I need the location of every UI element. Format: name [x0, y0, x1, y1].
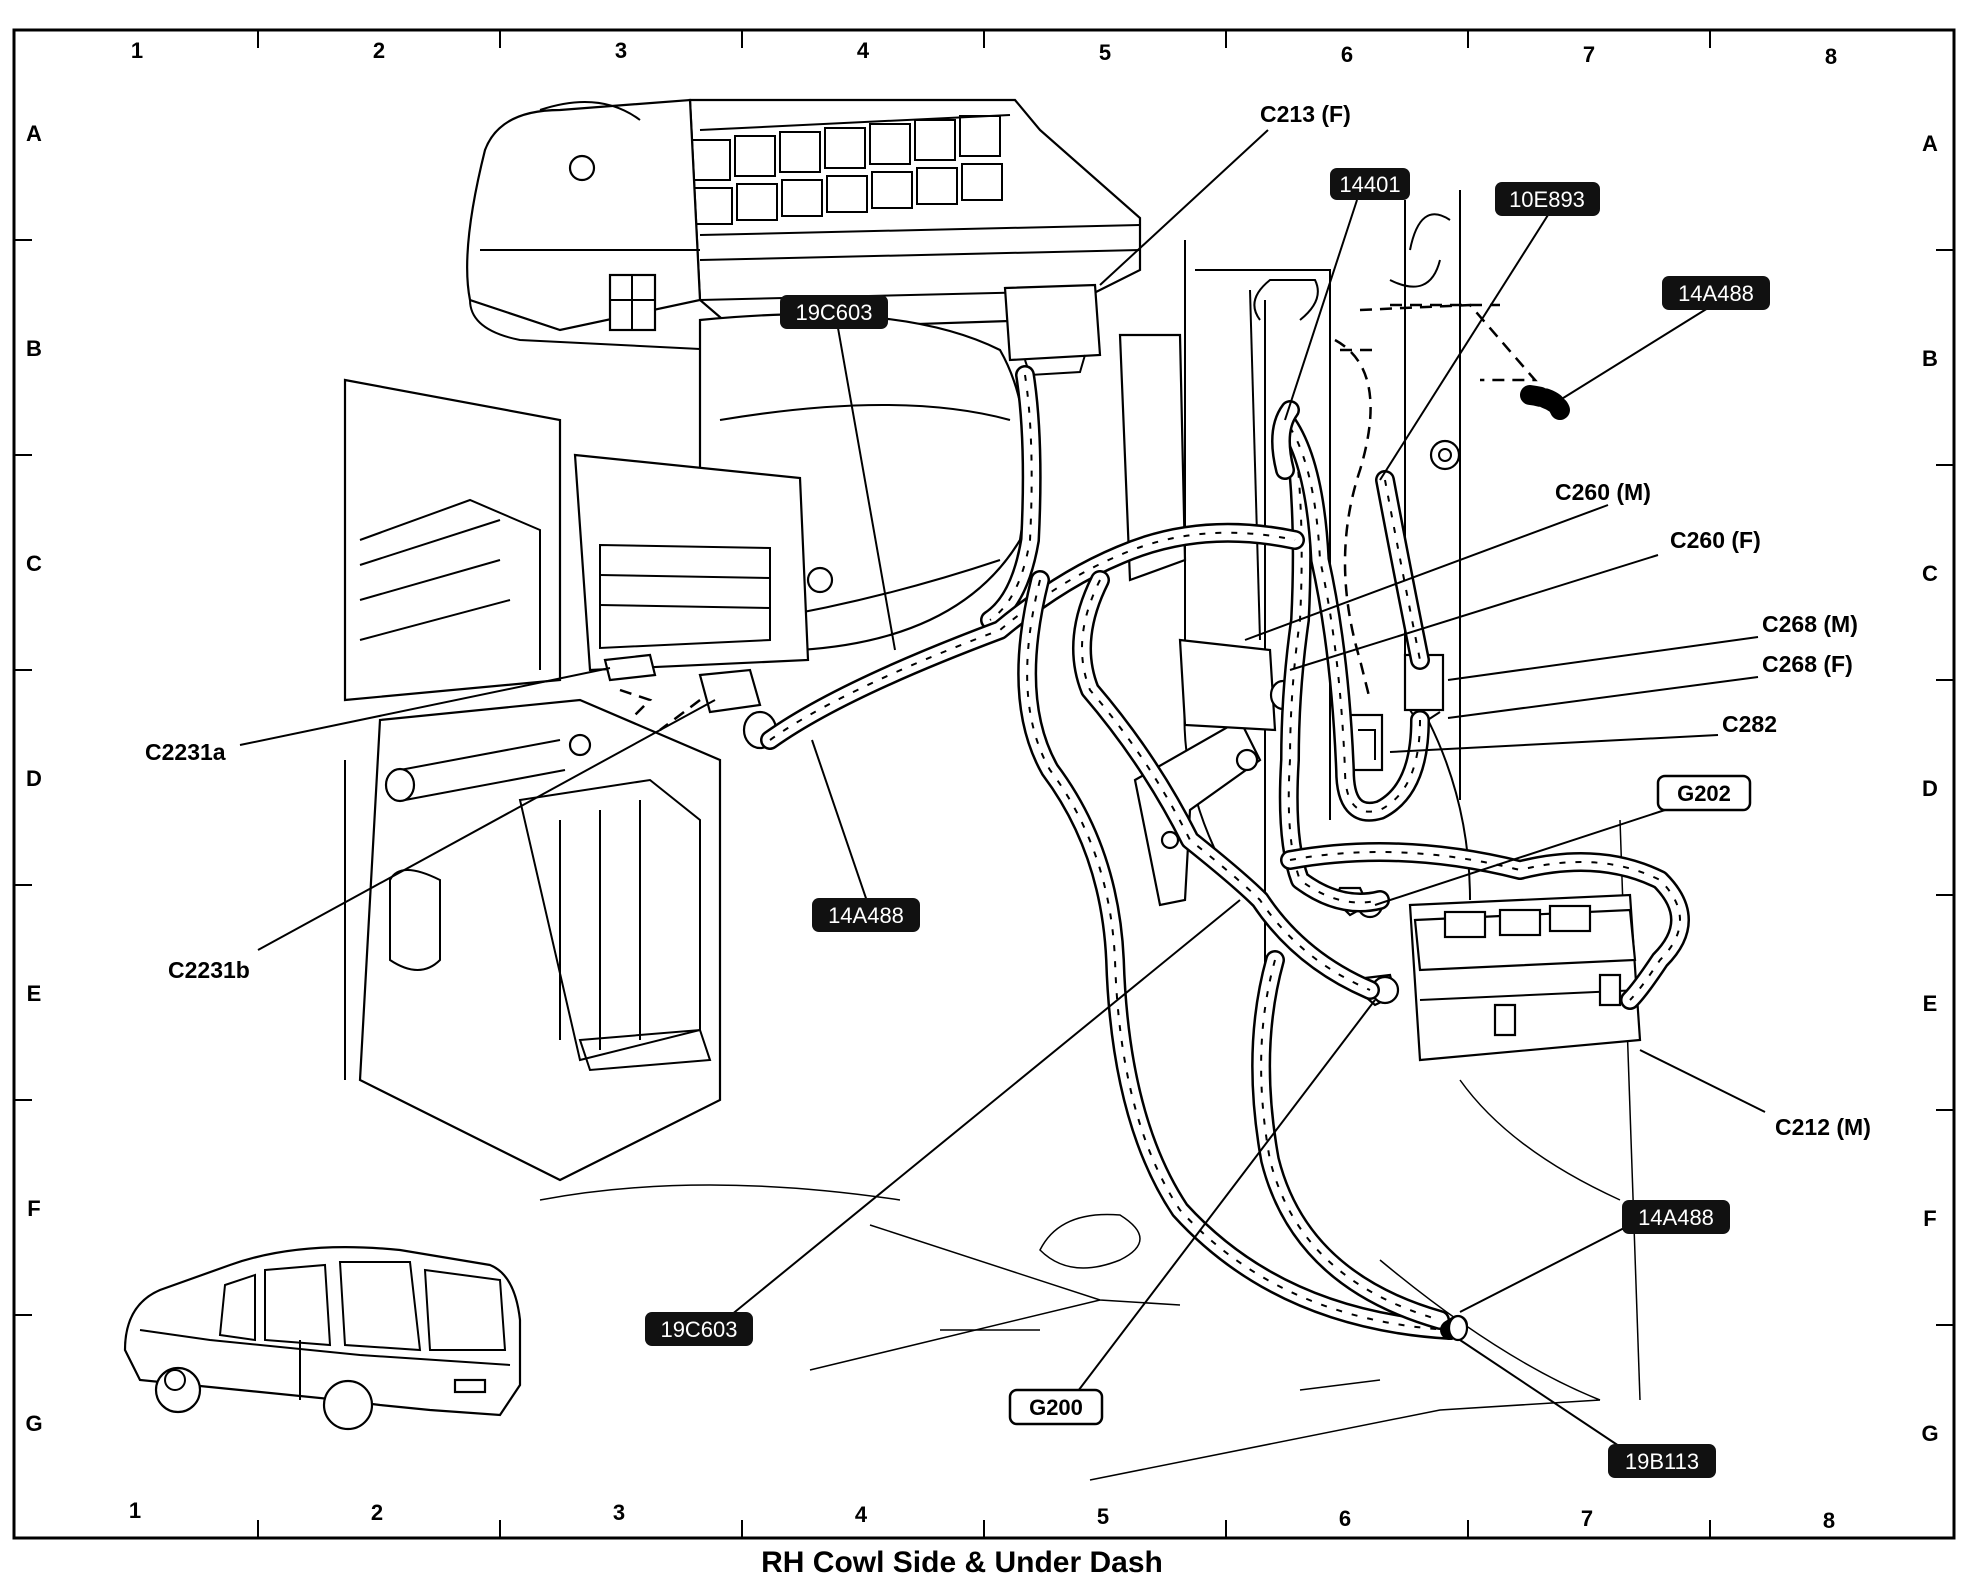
grid-col-label: 4	[857, 38, 870, 63]
grid-row-label: G	[25, 1411, 42, 1436]
tag-19c603-top: 19C603	[780, 295, 888, 329]
grid-col-label: 6	[1341, 42, 1353, 67]
connector-label: C260 (F)	[1670, 527, 1761, 553]
grid-row-label: C	[26, 551, 42, 576]
grid-col-label: 3	[615, 38, 627, 63]
grid-row-label: D	[26, 766, 42, 791]
ground-tags: G202 G200	[1008, 774, 1752, 1426]
connector-label: C212 (M)	[1775, 1114, 1871, 1140]
tag-10e893: 10E893	[1495, 182, 1600, 216]
tag-label: G200	[1029, 1395, 1083, 1420]
tag-label: 14A488	[828, 903, 904, 928]
tag-g200: G200	[1008, 1388, 1104, 1426]
tag-14a488-mid: 14A488	[812, 898, 920, 932]
tag-14a488-bottom: 14A488	[1622, 1200, 1730, 1234]
mounting-bracket	[1118, 333, 1262, 907]
grid-row-label: A	[1922, 131, 1938, 156]
tag-label: 14A488	[1638, 1205, 1714, 1230]
vehicle-icon	[123, 1246, 522, 1431]
tag-label: 14A488	[1678, 281, 1754, 306]
tag-19c603-bottom: 19C603	[645, 1312, 753, 1346]
grid-row-label: B	[26, 336, 42, 361]
connector-label: C268 (M)	[1762, 611, 1858, 637]
tag-label: 10E893	[1509, 187, 1585, 212]
grid-col-label: 2	[371, 1500, 383, 1525]
connector-label: C282	[1722, 711, 1777, 737]
connector-label: C260 (M)	[1555, 479, 1651, 505]
grid-col-label: 7	[1581, 1506, 1593, 1531]
grid-col-label: 3	[613, 1500, 625, 1525]
grid-col-label: 7	[1583, 42, 1595, 67]
grid-col-label: 2	[373, 38, 385, 63]
grid-col-label: 5	[1097, 1504, 1109, 1529]
diagram-frame	[12, 28, 1956, 1540]
grid-columns-top: 1 2 3 4 5 6 7 8	[131, 38, 1837, 69]
blower-housing	[466, 98, 721, 351]
grid-row-label: C	[1922, 561, 1938, 586]
grid-row-label: F	[27, 1196, 40, 1221]
connector-label: C268 (F)	[1762, 651, 1853, 677]
tag-label: 14401	[1339, 172, 1400, 197]
grid-col-label: 8	[1825, 44, 1837, 69]
connector-label: C2231b	[168, 957, 250, 983]
grid-row-label: A	[26, 121, 42, 146]
grid-col-label: 1	[131, 38, 143, 63]
grid-row-label: D	[1922, 776, 1938, 801]
grid-row-label: E	[1923, 991, 1938, 1016]
tag-label: 19B113	[1625, 1449, 1699, 1474]
heater-tube	[384, 733, 592, 803]
floor-lines	[539, 819, 1641, 1481]
wiring-harness	[760, 365, 1690, 1342]
tag-19b113: 19B113	[1608, 1444, 1716, 1478]
tag-label: G202	[1677, 781, 1731, 806]
grid-col-label: 6	[1339, 1506, 1351, 1531]
grid-col-label: 4	[855, 1502, 868, 1527]
connector-label: C2231a	[145, 739, 226, 765]
grid-col-label: 5	[1099, 40, 1111, 65]
connector-label: C213 (F)	[1260, 101, 1351, 127]
tag-label: 19C603	[660, 1317, 737, 1342]
grid-rows-right: A B C D E F G	[1921, 131, 1938, 1446]
grid-row-label: G	[1921, 1421, 1938, 1446]
callout-labels: C213 (F) C260 (M) C260 (F) C268 (M) C268…	[145, 101, 1871, 1140]
tag-g202: G202	[1656, 774, 1752, 812]
grid-rows-left: A B C D E F G	[25, 121, 42, 1436]
leader-lines	[239, 129, 1766, 1451]
tag-14a488-top: 14A488	[1662, 276, 1770, 310]
grid-col-label: 1	[129, 1498, 141, 1523]
grid-row-label: F	[1923, 1206, 1936, 1231]
line-art	[123, 98, 1690, 1481]
grid-row-label: B	[1922, 346, 1938, 371]
tag-14401: 14401	[1330, 168, 1410, 200]
lower-ducts	[343, 378, 722, 1182]
grid-columns-bottom: 1 2 3 4 5 6 7 8	[129, 1498, 1835, 1533]
junction-box	[1408, 893, 1642, 1062]
grid-col-label: 8	[1823, 1508, 1835, 1533]
tag-label: 19C603	[795, 300, 872, 325]
part-number-tags: 14401 10E893 14A488 19C603 14A488 19C603…	[645, 168, 1770, 1478]
hidden-harness	[619, 303, 1538, 731]
electronic-module	[573, 453, 834, 672]
grid-row-label: E	[27, 981, 42, 1006]
diagram-caption: RH Cowl Side & Under Dash	[761, 1546, 1163, 1579]
